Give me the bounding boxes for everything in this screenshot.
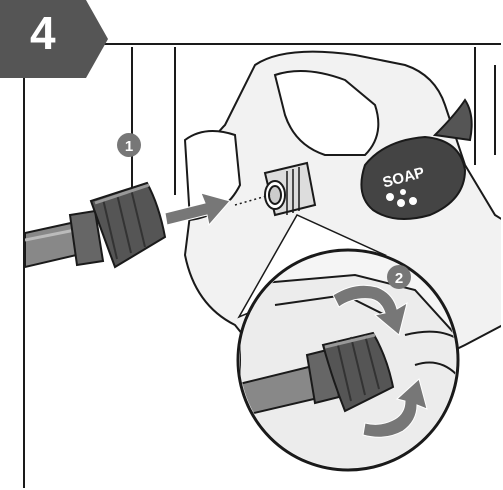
- illustration-frame: SOAP 1: [23, 43, 501, 488]
- callout-2-number: 2: [395, 270, 403, 287]
- pressure-washer-illustration: SOAP 1: [25, 45, 501, 488]
- water-inlet: [265, 163, 315, 215]
- step-badge: 4: [0, 0, 108, 78]
- hose-connector-icon: [25, 183, 165, 267]
- step-number: 4: [30, 10, 56, 56]
- callout-1: 1: [117, 133, 141, 157]
- callout-2: 2: [387, 265, 411, 289]
- callout-1-number: 1: [125, 138, 133, 155]
